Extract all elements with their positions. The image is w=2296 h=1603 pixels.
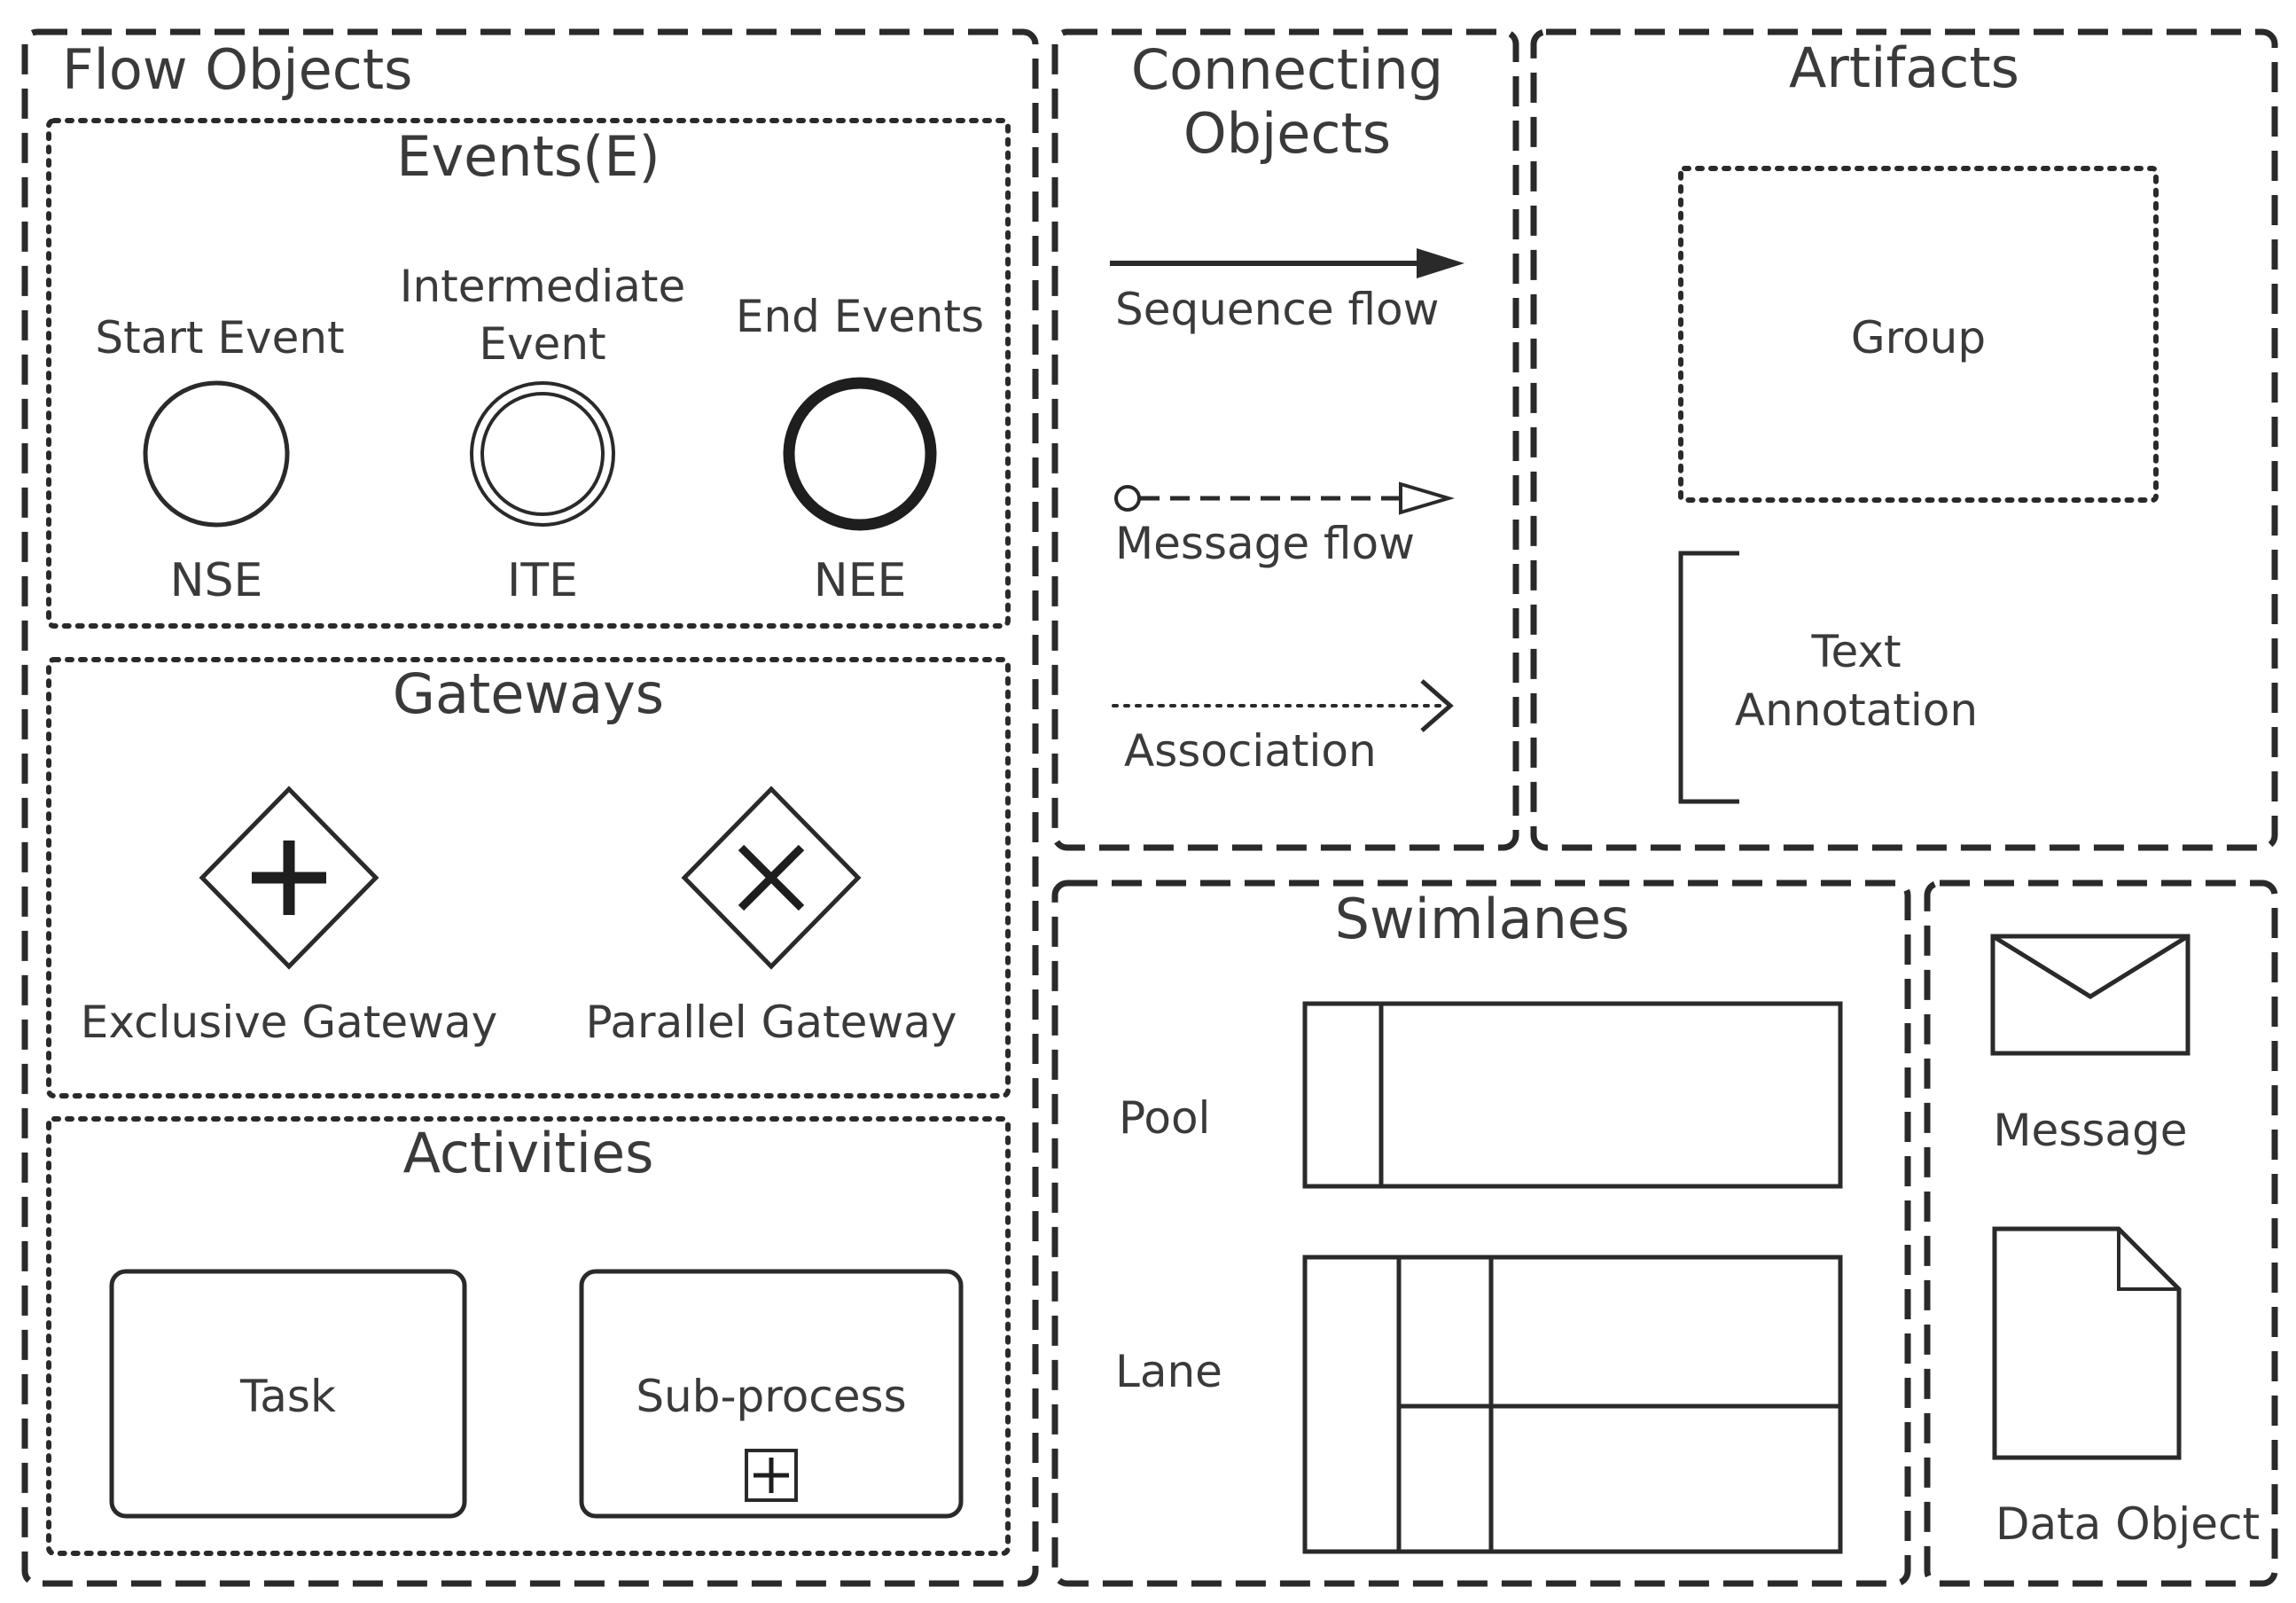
end-event-icon	[783, 377, 937, 531]
message-flow-label: Message flow	[1115, 518, 1415, 569]
swimlanes-border	[1051, 880, 1911, 1587]
data-object-label: Data Object	[1995, 1498, 2260, 1550]
gateways-border	[46, 657, 1011, 1099]
group-label: Group	[1851, 312, 1986, 364]
connecting-objects-title-line1: Connecting	[1131, 37, 1443, 102]
message-flow-arrow-icon	[1114, 481, 1456, 515]
flow-objects-title: Flow Objects	[62, 37, 412, 102]
data-object-icon	[1992, 1226, 2182, 1460]
start-event-abbr: NSE	[170, 554, 263, 607]
events-section: Events(E) Start Event NSE Intermediate E…	[46, 118, 1011, 629]
subprocess-box	[579, 1269, 964, 1519]
sequence-flow-label: Sequence flow	[1115, 284, 1440, 335]
subprocess-label: Sub-process	[636, 1371, 906, 1422]
start-event-icon	[143, 380, 290, 528]
gateways-title: Gateways	[393, 661, 664, 726]
gateways-section: Gateways Exclusive Gateway Parallel Gate…	[46, 657, 1011, 1099]
activities-border	[46, 1116, 1011, 1556]
parallel-gateway-label: Parallel Gateway	[586, 997, 957, 1048]
intermediate-event-icon	[470, 381, 615, 527]
task-label: Task	[239, 1371, 336, 1422]
start-event-label: Start Event	[95, 312, 344, 364]
artifacts-title: Artifacts	[1789, 35, 2019, 100]
pool-icon	[1302, 1001, 1843, 1189]
intermediate-event-label-line1: Intermediate	[400, 261, 686, 312]
connecting-objects-border	[1051, 28, 1519, 851]
flow-objects-border	[21, 28, 1039, 1587]
events-border	[46, 118, 1011, 629]
artifacts-border	[1530, 28, 2278, 851]
task-box	[109, 1269, 467, 1519]
group-box	[1678, 166, 2159, 503]
artifacts-panel: Artifacts Group Text Annotation	[1530, 28, 2278, 851]
parallel-gateway-icon	[681, 786, 862, 970]
data-panel: Message Data Object	[1924, 880, 2278, 1587]
text-annotation-label-line2: Annotation	[1735, 684, 1978, 736]
end-event-label: End Events	[736, 291, 984, 342]
swimlanes-title: Swimlanes	[1335, 887, 1630, 951]
intermediate-event-abbr: ITE	[507, 554, 578, 607]
exclusive-gateway-label: Exclusive Gateway	[81, 997, 497, 1048]
association-arrow-icon	[1112, 679, 1454, 732]
sequence-flow-arrow-icon	[1110, 248, 1464, 278]
intermediate-event-label-line2: Event	[479, 318, 605, 370]
text-annotation-bracket-icon	[1678, 551, 1739, 804]
connecting-objects-title-line2: Objects	[1183, 101, 1391, 166]
swimlanes-panel: Swimlanes Pool Lane	[1051, 880, 1911, 1587]
lane-label: Lane	[1115, 1346, 1222, 1397]
data-border	[1924, 880, 2278, 1587]
flow-objects-panel: Flow Objects Events(E) Start Event NSE I…	[21, 28, 1039, 1587]
message-envelope-icon	[1990, 934, 2191, 1056]
association-label: Association	[1124, 725, 1377, 777]
subprocess-marker-icon	[745, 1449, 798, 1502]
pool-label: Pool	[1119, 1092, 1210, 1144]
activities-title: Activities	[403, 1121, 654, 1185]
events-title: Events(E)	[396, 124, 660, 189]
exclusive-gateway-icon	[199, 786, 379, 970]
activities-section: Activities Task Sub-process	[46, 1116, 1011, 1556]
end-event-abbr: NEE	[814, 554, 907, 607]
connecting-objects-panel: Connecting Objects Sequence flow Message…	[1051, 28, 1519, 851]
text-annotation-label-line1: Text	[1810, 626, 1901, 677]
lane-icon	[1302, 1255, 1843, 1554]
message-label: Message	[1993, 1105, 2187, 1156]
